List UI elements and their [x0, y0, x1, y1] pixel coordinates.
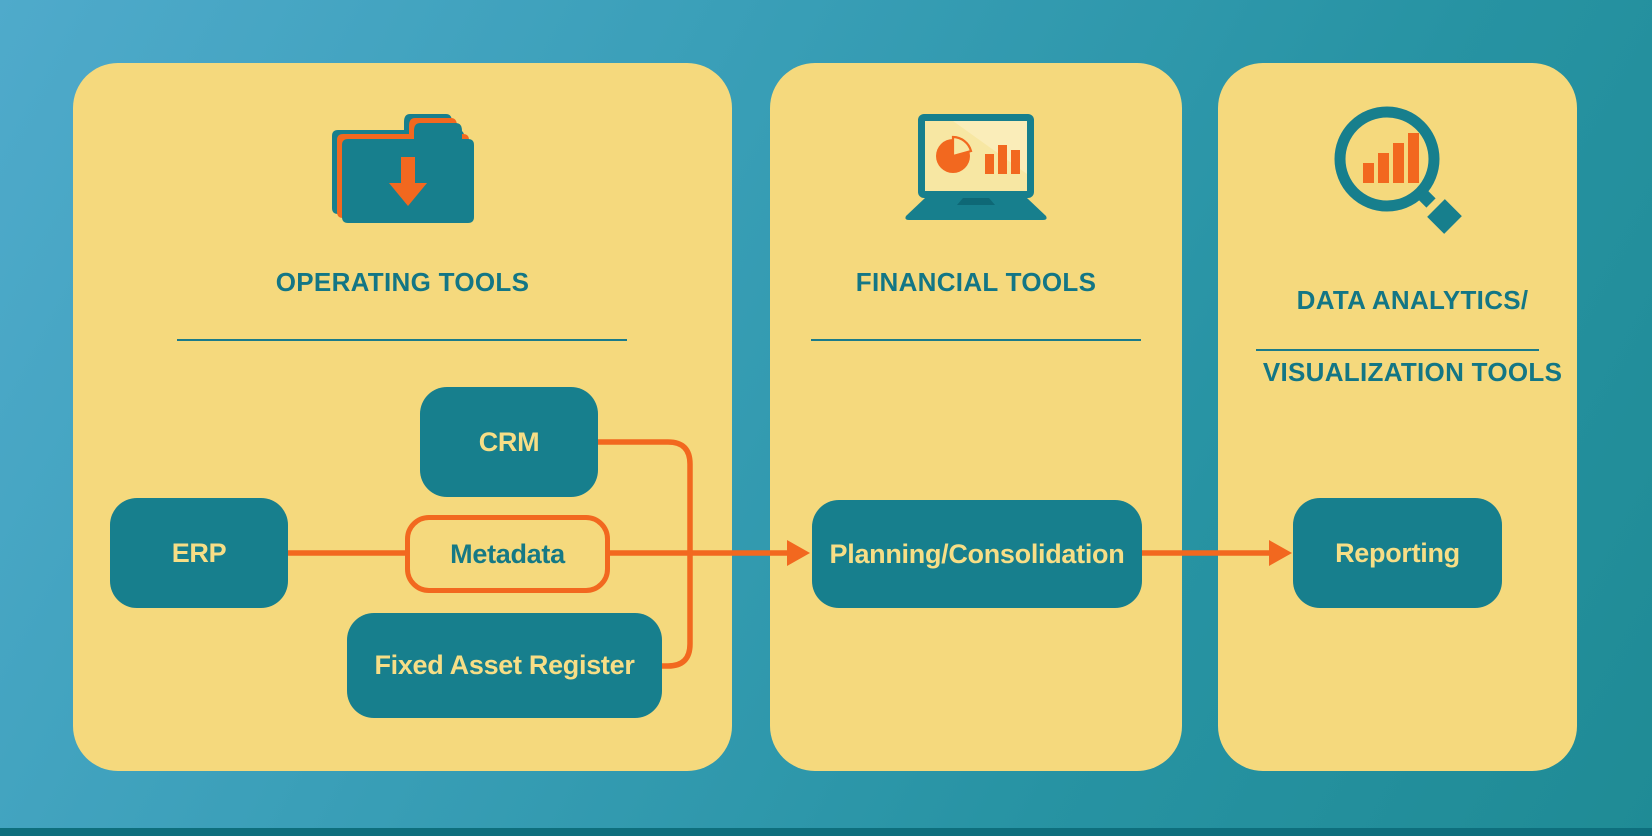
node-erp: ERP — [110, 498, 288, 608]
panel-title-financial-tools: FINANCIAL TOOLS — [855, 267, 1097, 297]
arrowhead-to-planning — [787, 540, 810, 566]
bottom-accent-bar — [0, 828, 1652, 836]
node-crm: CRM — [420, 387, 598, 497]
node-metadata: Metadata — [405, 515, 610, 593]
laptop-charts-icon — [901, 112, 1051, 224]
title-line-2: VISUALIZATION TOOLS — [1262, 357, 1563, 387]
divider-analytics — [1256, 349, 1539, 351]
node-fixed-asset-register: Fixed Asset Register — [347, 613, 662, 718]
panel-title-operating-tools: OPERATING TOOLS — [275, 267, 530, 297]
panel-title-data-analytics: DATA ANALYTICS/ VISUALIZATION TOOLS — [1218, 246, 1577, 426]
folder-download-icon — [332, 114, 474, 224]
divider-operating — [177, 339, 627, 341]
node-planning-consolidation: Planning/Consolidation — [812, 500, 1142, 608]
title-line-1: DATA ANALYTICS/ — [1296, 285, 1529, 315]
divider-financial — [811, 339, 1141, 341]
arrowhead-to-reporting — [1269, 540, 1292, 566]
magnifier-chart-icon — [1330, 102, 1465, 237]
node-reporting: Reporting — [1293, 498, 1502, 608]
